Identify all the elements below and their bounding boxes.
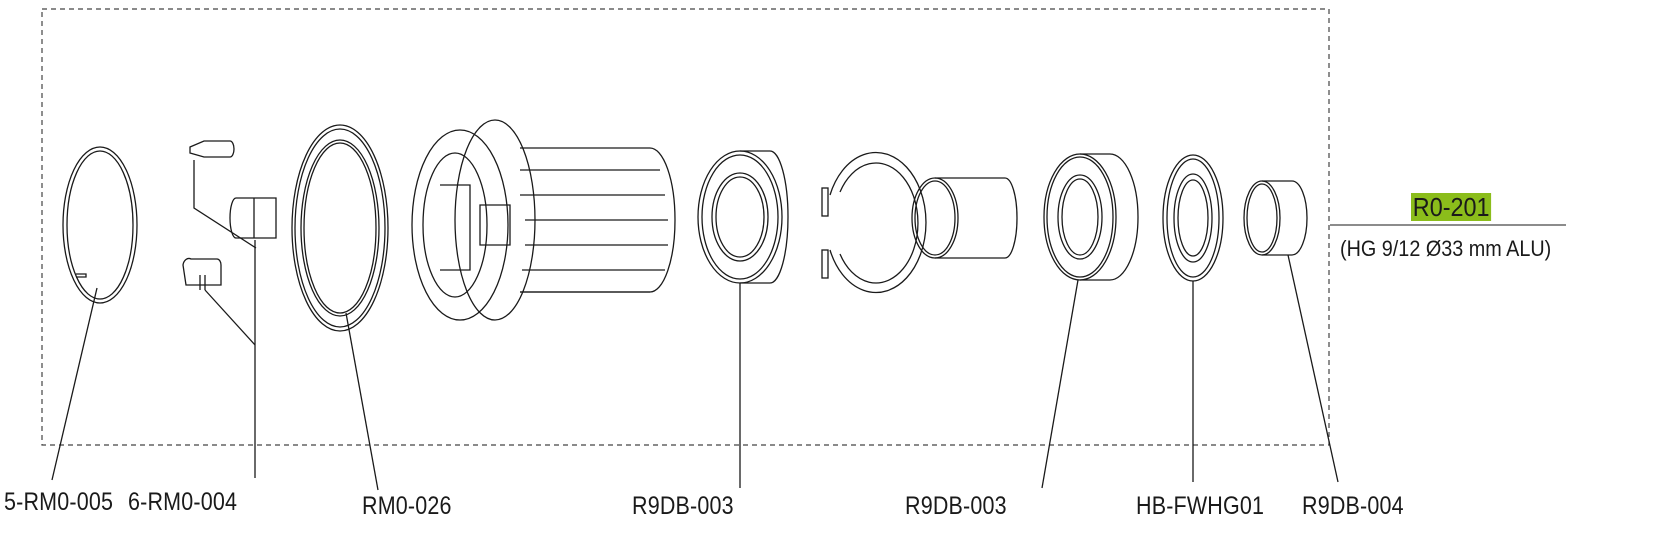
seal-ring-part <box>291 124 389 491</box>
circlip-part <box>821 151 927 294</box>
part-label-seal-ring: RM0-026 <box>362 492 452 520</box>
part-label-small-spacer: R9DB-004 <box>1302 492 1404 520</box>
small-spacer-part <box>1243 180 1339 483</box>
snap-ring-part <box>51 146 138 481</box>
bearing-part-1 <box>697 150 789 488</box>
bearing-part-2 <box>1041 153 1139 489</box>
assembly-description: (HG 9/12 Ø33 mm ALU) <box>1340 236 1552 261</box>
part-label-bearing-2: R9DB-003 <box>905 492 1007 520</box>
pawls-part <box>182 140 277 478</box>
assembly-boundary <box>41 8 1330 446</box>
spacer-tube-part <box>911 177 1018 259</box>
part-label-pawls: 6-RM0-004 <box>128 488 238 516</box>
freehub-body-part <box>411 119 676 321</box>
part-label-seal: HB-FWHG01 <box>1136 492 1265 520</box>
seal-part <box>1162 154 1224 482</box>
assembly-code: R0-201 <box>1411 192 1492 222</box>
part-label-snap-ring: 5-RM0-005 <box>4 488 114 516</box>
part-label-bearing-1: R9DB-003 <box>632 492 734 520</box>
